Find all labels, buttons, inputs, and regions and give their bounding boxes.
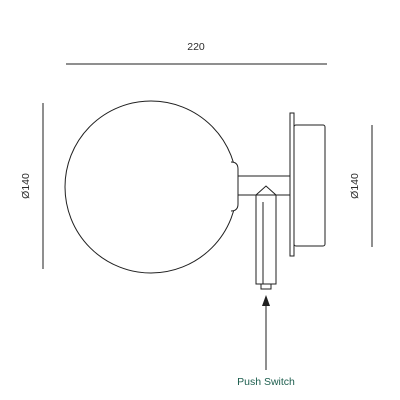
push-switch-button	[260, 283, 272, 290]
switch-stem	[255, 194, 277, 285]
wall-plate	[289, 112, 295, 257]
globe-collar	[230, 161, 239, 212]
right-height-dimension: Ø140	[349, 125, 373, 247]
push-switch-callout: Push Switch	[237, 295, 295, 388]
left-height-dimension: Ø140	[20, 103, 44, 269]
wall-canopy	[293, 124, 326, 247]
stem-joint	[255, 185, 277, 196]
lamp-assembly	[64, 100, 326, 290]
lamp-arm	[235, 175, 294, 196]
push-switch-label: Push Switch	[237, 376, 295, 388]
width-dimension: 220	[66, 41, 327, 65]
left-height-dimension-label: Ø140	[20, 173, 32, 199]
callout-arrowhead	[262, 295, 270, 306]
right-height-dimension-label: Ø140	[349, 173, 361, 199]
glass-globe	[64, 100, 238, 274]
width-dimension-label: 220	[187, 41, 205, 53]
